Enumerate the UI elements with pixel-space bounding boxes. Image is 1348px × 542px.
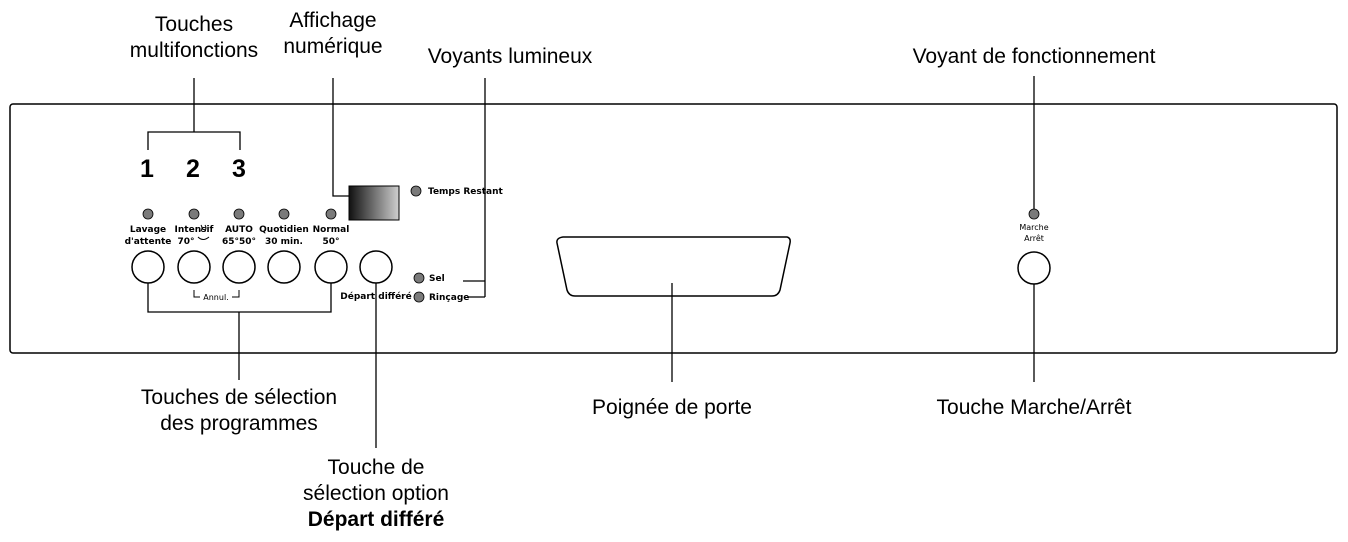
callout-door-handle: Poignée de porte: [562, 395, 782, 421]
callout-line: Touches: [154, 13, 234, 36]
cancel-label: Annul.: [203, 293, 228, 302]
program-label-3b: 65°50°: [222, 237, 256, 247]
program-button-normal[interactable]: [314, 250, 348, 284]
key-number-3: 3: [232, 155, 246, 183]
display-leader: [332, 78, 349, 197]
callout-line: Voyant de fonctionnement: [912, 45, 1156, 68]
callout-line-bold: Départ différé: [307, 508, 445, 531]
on-off-label-line1: Marche: [1019, 223, 1048, 232]
multifunction-bracket: [147, 78, 241, 150]
callout-line: Touche de: [327, 456, 425, 479]
program-label-1a: Lavage: [130, 225, 166, 235]
callout-line: sélection option: [303, 482, 449, 505]
on-off-button[interactable]: [1017, 251, 1051, 285]
callout-line: Voyants lumineux: [427, 45, 593, 68]
led-quotidien: [278, 208, 290, 220]
program-label-5b: 50°: [322, 237, 339, 247]
salt-label: Sel: [429, 274, 445, 284]
time-remaining-label: Temps Restant: [428, 187, 504, 197]
callout-line: Affichage: [289, 9, 377, 32]
program-keys-bracket: [147, 283, 332, 380]
callout-line: des programmes: [160, 412, 318, 435]
callout-delay-option-key: Touche de sélection option Départ différ…: [296, 455, 456, 533]
led-normal: [325, 208, 337, 220]
led-time-remaining: [410, 185, 422, 197]
callout-line: Touches de sélection: [140, 386, 338, 409]
led-operation: [1028, 208, 1040, 220]
program-label-4a: Quotidien: [259, 225, 309, 235]
digital-display: [348, 185, 400, 221]
callout-line: Touche Marche/Arrêt: [936, 396, 1132, 419]
key-number-1: 1: [140, 155, 154, 183]
delay-start-button[interactable]: [359, 250, 393, 284]
program-leds: [142, 208, 337, 220]
program-label-1b: d'attente: [125, 237, 172, 247]
callout-digital-display: Affichage numérique: [258, 8, 408, 60]
key-number-2: 2: [186, 155, 200, 183]
callout-indicator-lights: Voyants lumineux: [400, 44, 620, 70]
program-button-lavage[interactable]: [131, 250, 165, 284]
program-label-3a: AUTO: [225, 225, 253, 235]
program-label-4b: 30 min.: [265, 237, 303, 247]
led-rinse: [413, 291, 425, 303]
indicator-lights-leader: [463, 78, 486, 298]
pan-icon: [197, 224, 210, 240]
program-button-quotidien[interactable]: [267, 250, 301, 284]
program-label-2b: 70°: [177, 237, 194, 247]
callout-multifunction-keys: Touches multifonctions: [124, 12, 264, 64]
on-off-label-line2: Arrêt: [1024, 233, 1044, 243]
led-intensif: [188, 208, 200, 220]
program-label-5a: Normal: [313, 225, 350, 235]
led-salt: [413, 272, 425, 284]
program-label-2a: Intensif: [175, 225, 214, 235]
led-lavage: [142, 208, 154, 220]
callout-line: Poignée de porte: [592, 396, 752, 419]
callout-line: numérique: [283, 35, 383, 58]
callout-line: multifonctions: [129, 39, 259, 62]
callout-operation-light: Voyant de fonctionnement: [874, 44, 1194, 70]
cancel-bracket: [193, 290, 240, 298]
led-auto: [233, 208, 245, 220]
program-button-auto[interactable]: [222, 250, 256, 284]
callout-on-off-key: Touche Marche/Arrêt: [904, 395, 1164, 421]
door-handle[interactable]: [556, 236, 791, 297]
panel-outline: [9, 103, 1338, 354]
program-button-intensif[interactable]: [177, 250, 211, 284]
rinse-label: Rinçage: [429, 293, 469, 303]
callout-program-keys: Touches de sélection des programmes: [104, 385, 374, 437]
